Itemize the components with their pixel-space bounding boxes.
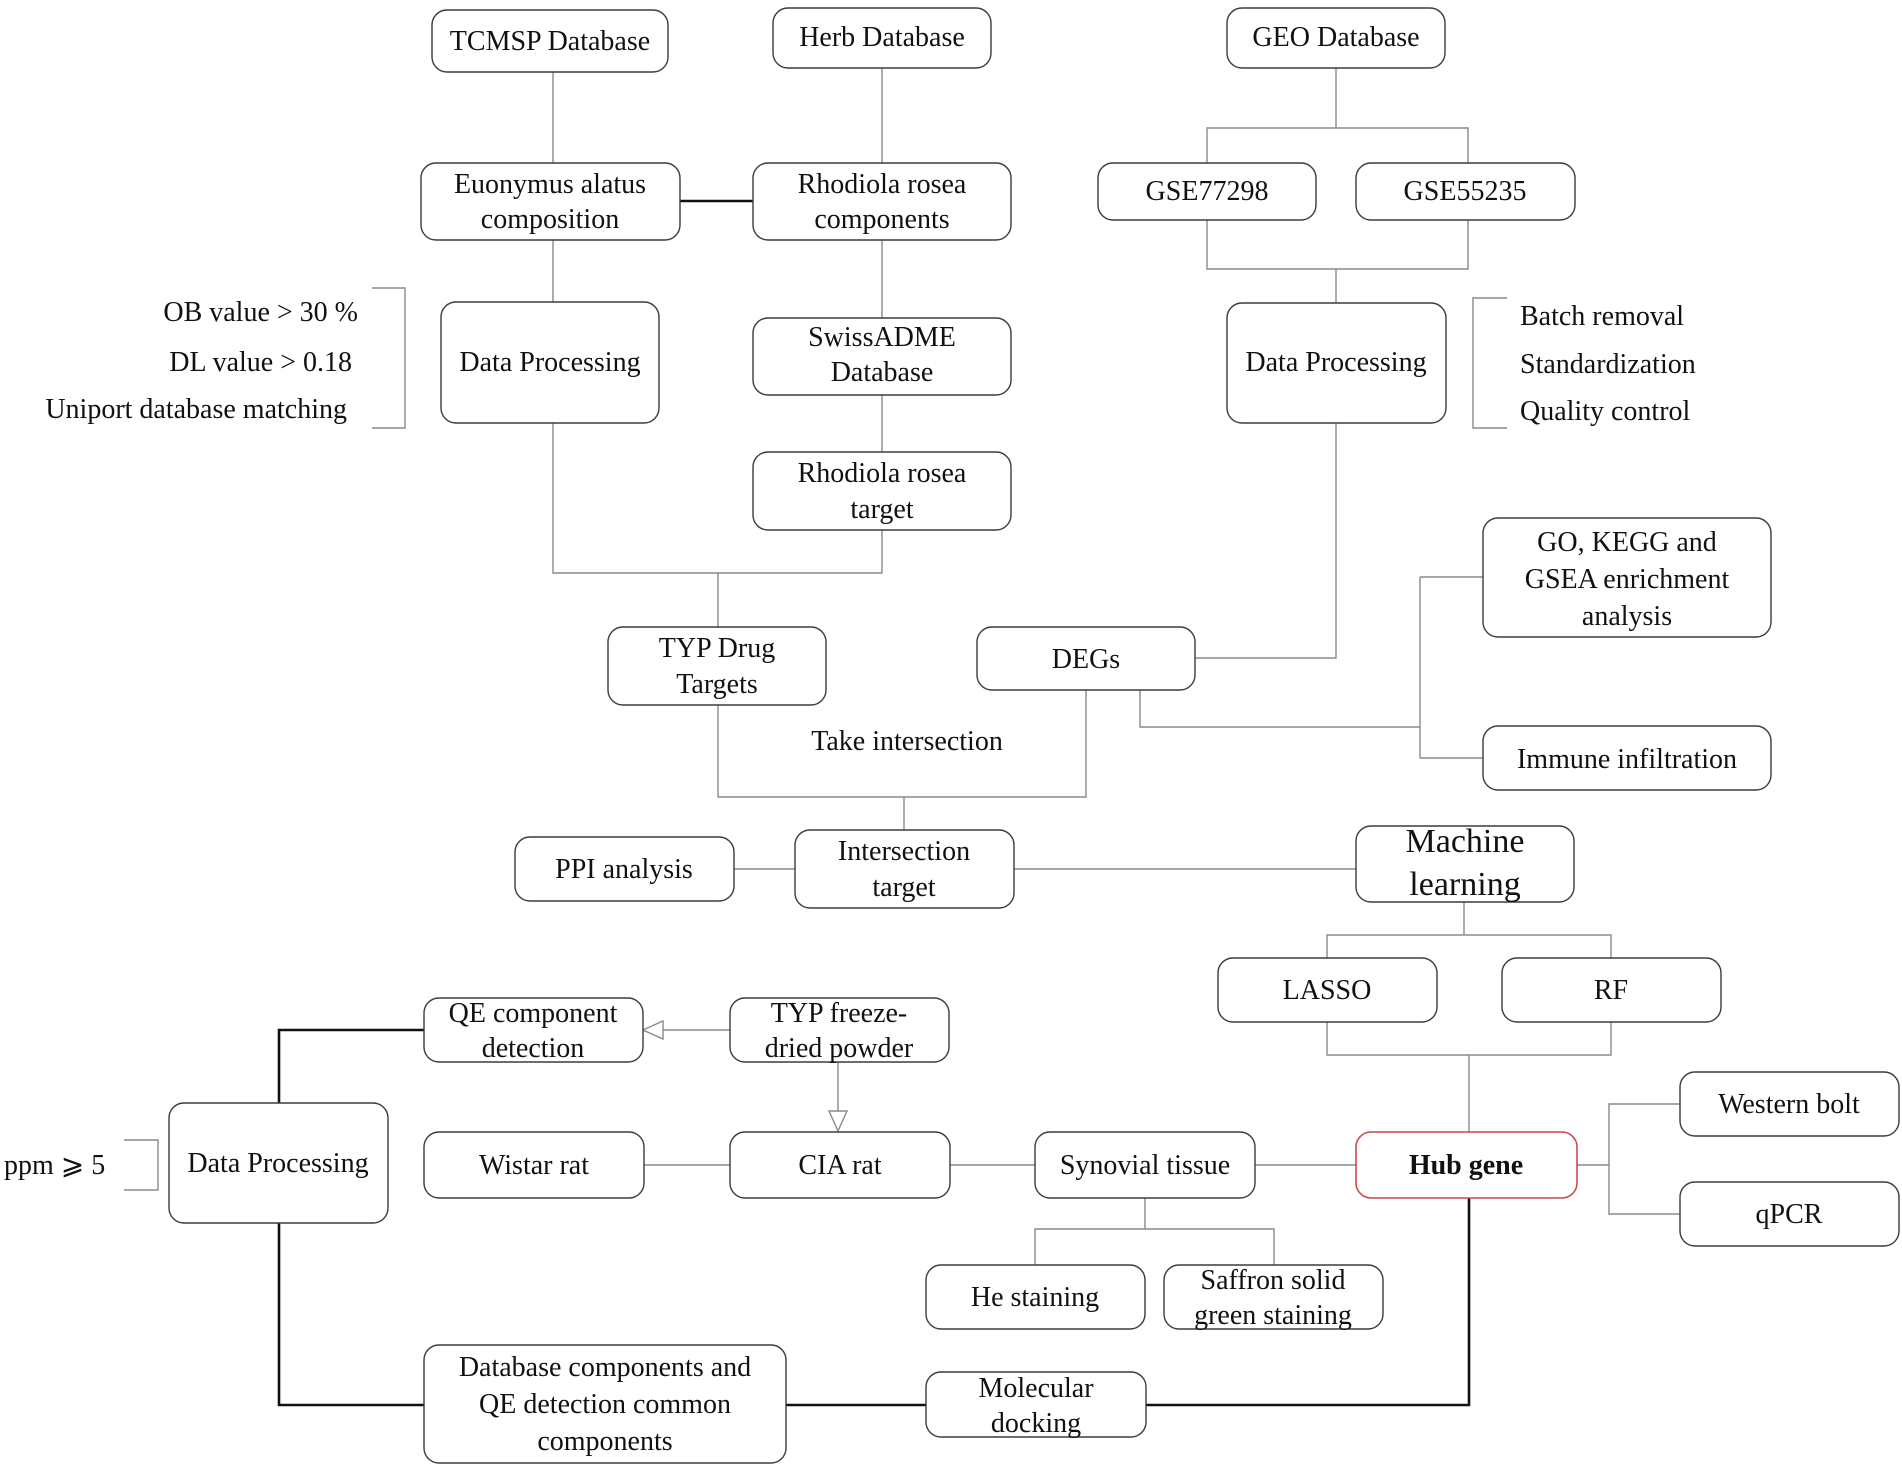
ppm-bracket <box>124 1139 159 1191</box>
note-quality-control: Quality control <box>1520 396 1691 427</box>
connector-lines <box>277 68 1680 1407</box>
svg-text:dried powder: dried powder <box>765 1033 914 1064</box>
svg-text:Western bolt: Western bolt <box>1718 1089 1860 1120</box>
node-typ-drug-targets: TYP Drug Targets <box>607 626 827 706</box>
svg-text:Molecular: Molecular <box>978 1373 1094 1404</box>
right-steps-bracket <box>1472 297 1507 429</box>
node-tcmsp-database: TCMSP Database <box>431 9 669 73</box>
svg-text:Herb Database: Herb Database <box>799 22 965 53</box>
note-ppm: ppm ⩾ 5 <box>4 1150 105 1181</box>
svg-text:RF: RF <box>1594 975 1628 1006</box>
svg-text:Euonymus alatus: Euonymus alatus <box>454 169 646 200</box>
svg-text:GSE77298: GSE77298 <box>1146 176 1269 207</box>
svg-text:He staining: He staining <box>971 1282 1099 1313</box>
node-database-qe-common-components: Database components and QE detection com… <box>423 1344 787 1464</box>
svg-text:Intersection: Intersection <box>838 836 970 867</box>
note-standardization: Standardization <box>1520 349 1696 380</box>
svg-text:GEO Database: GEO Database <box>1252 22 1419 53</box>
node-euonymus-composition: Euonymus alatus composition <box>420 162 681 241</box>
brackets <box>124 287 1507 1191</box>
svg-text:Rhodiola rosea: Rhodiola rosea <box>798 458 967 489</box>
svg-text:target: target <box>872 872 935 903</box>
node-data-processing-right: Data Processing <box>1226 302 1447 424</box>
svg-text:composition: composition <box>481 204 619 235</box>
node-herb-database: Herb Database <box>772 7 992 69</box>
right-steps-notes: Batch removal Standardization Quality co… <box>1520 301 1696 427</box>
svg-text:Synovial tissue: Synovial tissue <box>1060 1150 1230 1181</box>
node-machine-learning: Machine learning <box>1355 823 1575 903</box>
svg-text:GSE55235: GSE55235 <box>1404 176 1527 207</box>
svg-text:green staining: green staining <box>1194 1300 1352 1331</box>
svg-text:components: components <box>537 1426 672 1457</box>
node-saffron-staining: Saffron solid green staining <box>1163 1264 1384 1331</box>
note-uniport-matching: Uniport database matching <box>45 394 347 425</box>
node-western-bolt: Western bolt <box>1679 1071 1900 1137</box>
node-wistar-rat: Wistar rat <box>423 1131 645 1199</box>
node-degs: DEGs <box>976 626 1196 691</box>
svg-text:detection: detection <box>482 1033 585 1064</box>
node-gse55235: GSE55235 <box>1355 162 1576 221</box>
svg-text:TYP freeze-: TYP freeze- <box>771 998 908 1029</box>
svg-text:Hub gene: Hub gene <box>1409 1150 1523 1181</box>
node-data-processing-left: Data Processing <box>440 301 660 424</box>
svg-text:Database components and: Database components and <box>459 1352 751 1383</box>
svg-text:learning: learning <box>1409 866 1520 903</box>
node-hub-gene: Hub gene <box>1355 1131 1578 1199</box>
svg-text:PPI analysis: PPI analysis <box>555 854 693 885</box>
node-qpcr: qPCR <box>1679 1181 1900 1247</box>
svg-text:DEGs: DEGs <box>1052 644 1120 675</box>
svg-text:docking: docking <box>991 1408 1081 1439</box>
node-qe-component-detection: QE component detection <box>423 997 644 1064</box>
svg-text:Database: Database <box>831 357 934 388</box>
note-dl-value: DL value > 0.18 <box>169 347 352 378</box>
svg-text:SwissADME: SwissADME <box>808 322 956 353</box>
svg-text:Machine: Machine <box>1406 823 1525 860</box>
svg-text:LASSO: LASSO <box>1283 975 1372 1006</box>
svg-text:CIA rat: CIA rat <box>798 1150 881 1181</box>
svg-text:QE component: QE component <box>449 998 618 1029</box>
note-ob-value: OB value > 30 % <box>163 297 358 328</box>
node-data-processing-bottom: Data Processing <box>168 1102 389 1224</box>
node-rhodiola-components: Rhodiola rosea components <box>752 162 1012 241</box>
svg-text:components: components <box>814 204 949 235</box>
node-rhodiola-target: Rhodiola rosea target <box>752 451 1012 531</box>
node-he-staining: He staining <box>925 1264 1146 1330</box>
node-gse77298: GSE77298 <box>1097 162 1317 221</box>
node-immune-infiltration: Immune infiltration <box>1482 725 1772 791</box>
svg-text:QE detection common: QE detection common <box>479 1389 731 1420</box>
left-criteria-notes: OB value > 30 % DL value > 0.18 Uniport … <box>45 297 358 425</box>
svg-text:TCMSP Database: TCMSP Database <box>450 26 650 57</box>
svg-text:Wistar rat: Wistar rat <box>479 1150 589 1181</box>
svg-text:Targets: Targets <box>676 669 758 700</box>
svg-text:GSEA enrichment: GSEA enrichment <box>1525 564 1730 595</box>
node-rf: RF <box>1501 957 1722 1023</box>
node-typ-freeze-dried-powder: TYP freeze- dried powder <box>729 997 950 1064</box>
svg-text:TYP Drug: TYP Drug <box>659 633 775 664</box>
node-synovial-tissue: Synovial tissue <box>1034 1131 1256 1199</box>
svg-text:Data Processing: Data Processing <box>1245 347 1426 378</box>
svg-text:Rhodiola rosea: Rhodiola rosea <box>798 169 967 200</box>
svg-text:Immune infiltration: Immune infiltration <box>1517 744 1737 775</box>
node-intersection-target: Intersection target <box>794 829 1015 909</box>
node-swissadme-database: SwissADME Database <box>752 317 1012 396</box>
svg-text:qPCR: qPCR <box>1756 1199 1823 1230</box>
note-batch-removal: Batch removal <box>1520 301 1684 332</box>
svg-text:GO, KEGG and: GO, KEGG and <box>1537 527 1717 558</box>
node-ppi-analysis: PPI analysis <box>514 836 735 902</box>
node-molecular-docking: Molecular docking <box>925 1371 1147 1439</box>
node-geo-database: GEO Database <box>1226 7 1446 69</box>
svg-text:target: target <box>850 494 913 525</box>
node-lasso: LASSO <box>1217 957 1438 1023</box>
node-cia-rat: CIA rat <box>729 1131 951 1199</box>
svg-text:Data Processing: Data Processing <box>459 347 640 378</box>
left-criteria-bracket <box>372 287 406 429</box>
svg-text:analysis: analysis <box>1582 601 1672 632</box>
svg-text:Data Processing: Data Processing <box>187 1148 368 1179</box>
svg-text:Saffron solid: Saffron solid <box>1201 1265 1346 1296</box>
node-go-kegg-gsea: GO, KEGG and GSEA enrichment analysis <box>1482 517 1772 638</box>
note-take-intersection: Take intersection <box>811 726 1003 757</box>
